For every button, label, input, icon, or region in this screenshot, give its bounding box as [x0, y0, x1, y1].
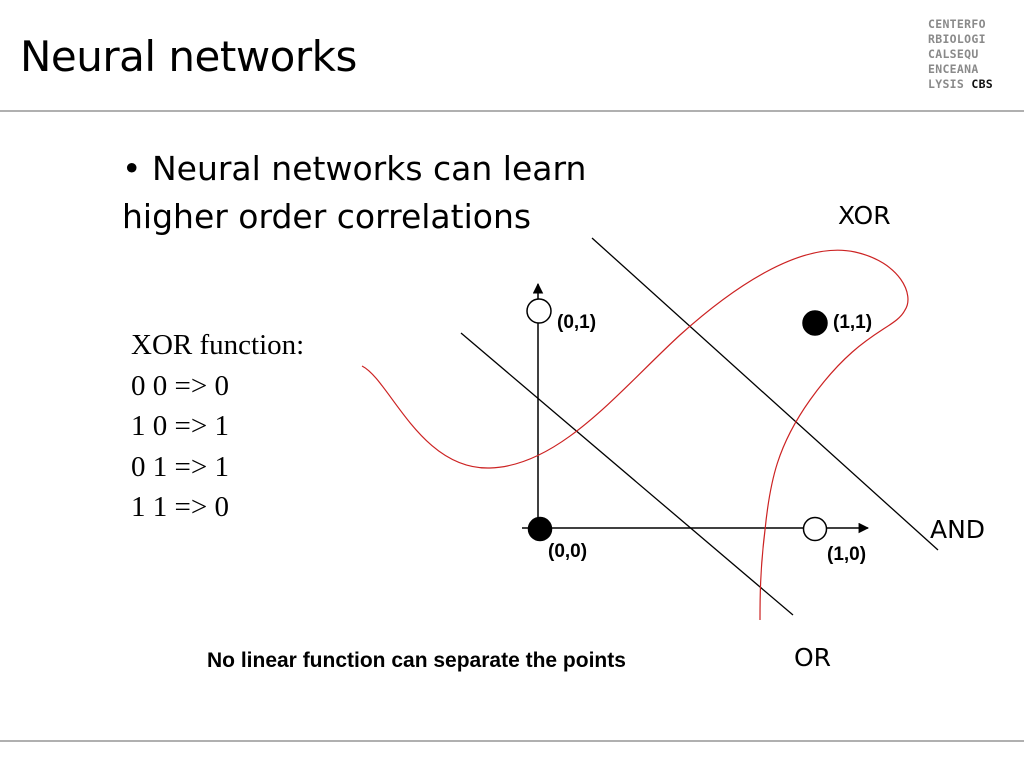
footer-divider: [0, 740, 1024, 742]
point-0-1: [526, 298, 552, 324]
xor-line-label: XOR: [838, 201, 891, 230]
point-label-1-1: (1,1): [833, 312, 872, 333]
cbs-logo: CENTERFO RBIOLOGI CALSEQU ENCEANA LYSIS …: [928, 17, 993, 92]
point-label-0-1: (0,1): [557, 312, 596, 333]
point-0-0: [527, 516, 553, 542]
logo-row: CALSEQU: [928, 47, 979, 61]
xor-truth-row: 0 0 => 0: [131, 369, 229, 402]
logo-row: CENTERFO: [928, 17, 986, 31]
or-line-label: OR: [794, 643, 831, 672]
point-1-1: [802, 310, 828, 336]
logo-row: LYSIS CBS: [928, 77, 993, 92]
xor-line: [591, 237, 939, 551]
separation-caption: No linear function can separate the poin…: [207, 649, 626, 672]
bullet-point: • Neural networks can learn higher order…: [122, 149, 587, 236]
point-label-1-0: (1,0): [827, 544, 866, 565]
point-label-0-0: (0,0): [548, 541, 587, 562]
header-divider: [0, 110, 1024, 112]
logo-row-text: LYSIS: [928, 77, 965, 91]
nonlinear-separator-curve: [361, 249, 909, 621]
logo-row: ENCEANA: [928, 62, 979, 76]
slide-title: Neural networks: [20, 32, 357, 81]
xor-truth-row: 0 1 => 1: [131, 450, 229, 483]
or-line: [460, 332, 794, 616]
logo-brand: CBS: [971, 77, 994, 91]
point-1-0: [802, 516, 828, 542]
and-line-label: AND: [930, 515, 985, 544]
logo-row: RBIOLOGI: [928, 32, 986, 46]
xor-truth-row: 1 0 => 1: [131, 410, 229, 442]
xor-function-definition: XOR function: 0 0 => 0 1 0 => 1 0 1 => 1…: [131, 325, 304, 528]
xor-function-heading: XOR function:: [131, 329, 305, 361]
xor-truth-row: 1 1 => 0: [131, 491, 229, 523]
